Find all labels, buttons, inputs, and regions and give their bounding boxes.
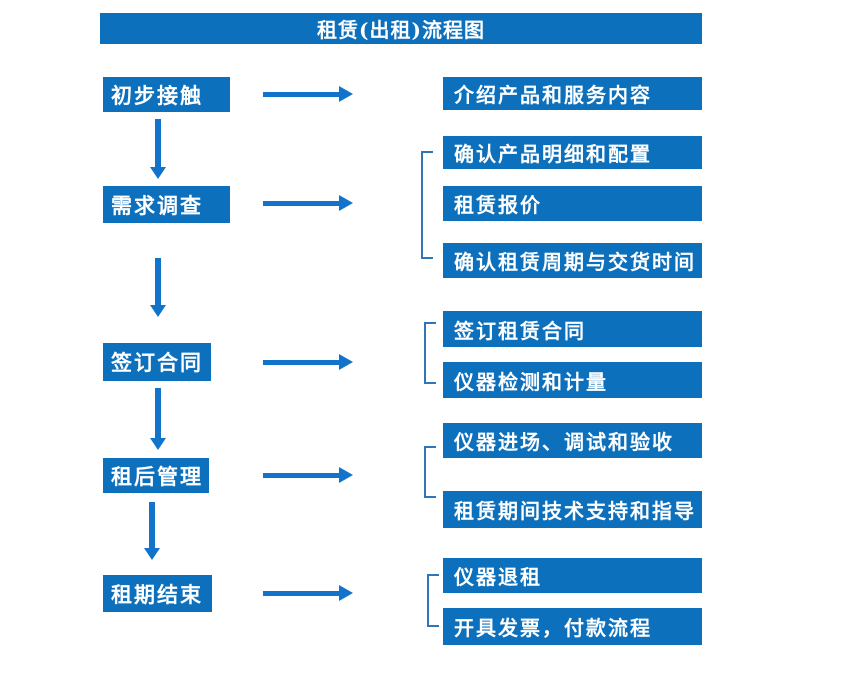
detail-box-confirm-product-details-config: 确认产品明细和配置: [443, 136, 702, 169]
step-box-demand-survey: 需求调查: [103, 186, 230, 223]
arrow-head: [150, 167, 166, 179]
arrow-shaft: [263, 591, 340, 596]
step-box-post-rental-management: 租后管理: [103, 458, 209, 493]
arrow-shaft: [263, 92, 340, 97]
arrow-head: [339, 467, 353, 483]
arrow-shaft: [155, 388, 161, 438]
detail-box-sign-rental-contract: 签订租赁合同: [443, 311, 702, 347]
arrow-head: [144, 548, 160, 560]
arrow-down-step4-step5: [144, 502, 160, 560]
arrow-right-rental-period-end: [263, 585, 353, 601]
arrow-head: [339, 354, 353, 370]
detail-box-instrument-entry-commissioning: 仪器进场、调试和验收: [443, 423, 702, 458]
arrow-down-step2-step3: [150, 258, 166, 317]
arrow-shaft: [263, 201, 340, 206]
bracket-sign-contract-group: [424, 322, 436, 384]
arrow-shaft: [263, 360, 340, 365]
arrow-head: [150, 438, 166, 450]
arrow-right-initial-contact: [263, 86, 353, 102]
arrow-down-step3-step4: [150, 388, 166, 450]
arrow-right-post-rental-management: [263, 467, 353, 483]
arrow-head: [150, 305, 166, 317]
arrow-right-sign-contract: [263, 354, 353, 370]
step-box-rental-period-end: 租期结束: [103, 575, 212, 612]
detail-box-instrument-return: 仪器退租: [443, 558, 702, 593]
detail-box-introduce-products-services: 介绍产品和服务内容: [443, 77, 702, 110]
arrow-right-demand-survey: [263, 195, 353, 211]
detail-box-rental-technical-support: 租赁期间技术支持和指导: [443, 491, 702, 528]
arrow-shaft: [155, 258, 161, 305]
detail-box-instrument-inspection-measurement: 仪器检测和计量: [443, 362, 702, 398]
arrow-shaft: [263, 473, 340, 478]
detail-box-rental-quotation: 租赁报价: [443, 186, 702, 221]
arrow-head: [339, 585, 353, 601]
flowchart-title-bar: 租赁(出租)流程图: [100, 13, 702, 44]
flowchart-title: 租赁(出租)流程图: [317, 18, 485, 42]
bracket-post-rental-management-group: [424, 446, 436, 498]
bracket-demand-survey-group: [421, 151, 433, 259]
detail-box-confirm-rental-period-delivery: 确认租赁周期与交货时间: [443, 243, 702, 278]
step-box-initial-contact: 初步接触: [103, 77, 230, 112]
arrow-head: [339, 195, 353, 211]
detail-box-invoice-payment-process: 开具发票，付款流程: [443, 608, 702, 645]
arrow-shaft: [149, 502, 155, 548]
step-box-sign-contract: 签订合同: [103, 343, 211, 381]
arrow-head: [339, 86, 353, 102]
arrow-shaft: [155, 119, 161, 167]
arrow-down-step1-step2: [150, 119, 166, 179]
bracket-rental-period-end-group: [427, 574, 439, 627]
